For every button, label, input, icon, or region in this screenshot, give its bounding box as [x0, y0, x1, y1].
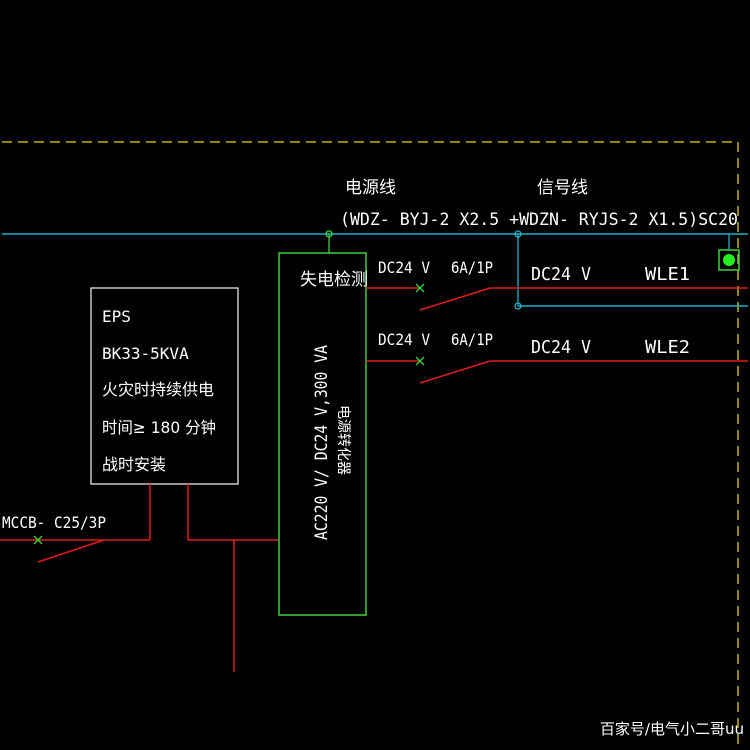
- signal-line-label: 信号线: [537, 178, 588, 198]
- mccb-switch-blade: [37, 539, 105, 563]
- cable-spec-label: (WDZ- BYJ-2 X2.5 +WDZN- RYJS-2 X1.5)SC20: [340, 210, 738, 230]
- wle1-breaker-label: 6A/1P: [451, 258, 493, 277]
- converter-name: 电源转化器: [335, 405, 351, 475]
- wle2-voltage-in: DC24 V: [378, 330, 430, 349]
- eps-title: EPS: [102, 307, 131, 326]
- watermark: 百家号/电气小二哥uu: [600, 720, 744, 738]
- wle1-breaker-mark: [415, 283, 425, 293]
- loss-detect-label: 失电检测: [300, 270, 368, 290]
- wle2-breaker-mark: [415, 356, 425, 366]
- converter-rating: AC220 V/ DC24 V,300 VA: [312, 345, 332, 540]
- wle1-voltage-in: DC24 V: [378, 258, 430, 277]
- power-converter-box: [278, 252, 367, 616]
- wle2-switch-blade: [419, 360, 491, 384]
- eps-fire-note: 火灾时持续供电: [102, 380, 214, 399]
- mccb-label: MCCB- C25/3P: [2, 513, 106, 532]
- eps-install-note: 战时安装: [102, 455, 166, 474]
- wle1-switch-blade: [419, 287, 491, 311]
- eps-model: BK33-5KVA: [102, 344, 189, 363]
- wle1-label: WLE1: [645, 264, 690, 285]
- circuit-wle1: DC24 V 6A/1P DC24 V WLE1: [366, 258, 748, 311]
- power-line-label: 电源线: [345, 178, 396, 198]
- wle1-voltage-out: DC24 V: [531, 264, 591, 285]
- light-indicator-icon: [723, 254, 735, 266]
- wle2-label: WLE2: [645, 337, 690, 358]
- eps-duration: 时间≥ 180 分钟: [102, 418, 216, 437]
- circuit-wle2: DC24 V 6A/1P DC24 V WLE2: [366, 330, 748, 384]
- wle2-voltage-out: DC24 V: [531, 337, 591, 358]
- boundary-frame: [2, 141, 739, 750]
- wle2-breaker-label: 6A/1P: [451, 330, 493, 349]
- mccb-cross-mark: [33, 535, 43, 545]
- eps-box: [90, 287, 239, 485]
